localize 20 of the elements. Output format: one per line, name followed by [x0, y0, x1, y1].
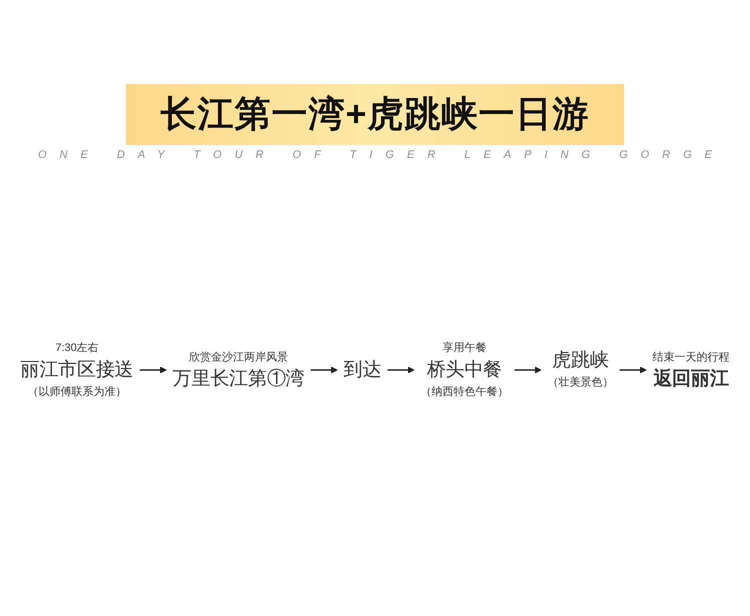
node-note: （壮美景色）: [548, 376, 614, 388]
place-label: 到达: [344, 358, 382, 380]
node-note: （纳西特色午餐）: [420, 385, 508, 398]
subtitle: ONE DAY TOUR OF TIGER LEAPING GORGE: [38, 149, 726, 161]
arrow: [140, 366, 167, 374]
arrow: [388, 366, 415, 374]
node-note: 7:30左右: [55, 340, 99, 354]
place-label: 虎跳峡: [552, 349, 609, 371]
title: 长江第一湾+虎跳峡一日游: [126, 84, 624, 145]
place-label: 返回丽江: [653, 368, 729, 390]
place-label: 万里长江第①湾: [172, 368, 304, 390]
node-note: （以师傅联系为准）: [28, 385, 126, 398]
node-note: 欣赏金沙江两岸风景: [189, 350, 288, 363]
arrow: [514, 366, 542, 374]
node-note: 结束一天的行程: [652, 350, 730, 363]
node-note: 享用午餐: [442, 340, 486, 354]
arrow: [310, 366, 338, 374]
place-label: 桥头中餐: [426, 358, 502, 380]
arrow: [620, 366, 647, 374]
place-label: 丽江市区接送: [20, 358, 134, 380]
